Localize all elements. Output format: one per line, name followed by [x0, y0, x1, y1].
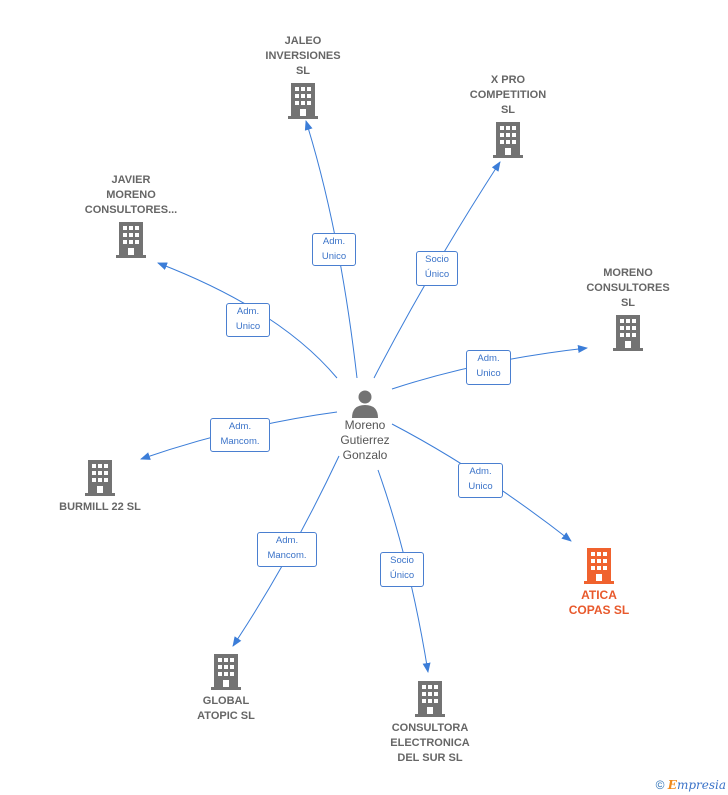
company-label: MORENO CONSULTORES SL — [586, 267, 670, 309]
building-icon — [288, 83, 318, 119]
relation-label-global: Adm. Mancom. — [257, 532, 317, 567]
company-node-global[interactable]: GLOBAL ATOPIC SL — [170, 654, 282, 724]
company-label: GLOBAL ATOPIC SL — [197, 695, 255, 722]
footer-brand[interactable]: © Empresia — [656, 778, 726, 792]
building-icon — [85, 460, 115, 496]
company-label: JALEO INVERSIONES SL — [265, 35, 341, 77]
building-icon — [415, 681, 445, 717]
company-node-xpro[interactable]: X PRO COMPETITION SL — [453, 73, 563, 158]
relation-label-jaleo: Adm. Unico — [312, 233, 356, 266]
person-label: Moreno Gutierrez Gonzalo — [340, 418, 390, 462]
building-icon — [116, 222, 146, 258]
building-icon — [211, 654, 241, 690]
company-label: ATICA COPAS SL — [568, 588, 630, 617]
company-node-moreno[interactable]: MORENO CONSULTORES SL — [573, 266, 683, 351]
company-label: JAVIER MORENO CONSULTORES... — [84, 174, 178, 216]
company-node-consultora[interactable]: CONSULTORA ELECTRONICA DEL SUR SL — [372, 681, 488, 766]
relation-label-burmill: Adm. Mancom. — [210, 418, 270, 452]
company-node-jaleo[interactable]: JALEO INVERSIONES SL — [248, 34, 358, 119]
company-node-atica[interactable]: ATICA COPAS SL — [543, 548, 655, 618]
brand-logo: Empresia — [667, 778, 726, 792]
relation-label-consultora: Socio Único — [380, 552, 424, 587]
company-label: BURMILL 22 SL — [59, 501, 141, 513]
company-node-javier[interactable]: JAVIER MORENO CONSULTORES... — [71, 173, 191, 258]
person-icon — [352, 390, 378, 418]
relation-label-xpro: Socio Único — [416, 251, 458, 286]
building-icon — [613, 315, 643, 351]
company-label: CONSULTORA ELECTRONICA DEL SUR SL — [390, 722, 470, 764]
relation-label-atica: Adm. Unico — [458, 463, 503, 498]
person-node[interactable]: Moreno Gutierrez Gonzalo — [320, 388, 410, 463]
company-label: X PRO COMPETITION SL — [469, 74, 547, 116]
building-icon — [493, 122, 523, 158]
company-node-burmill[interactable]: BURMILL 22 SL — [45, 460, 155, 515]
copyright-icon: © — [655, 778, 665, 792]
building-icon — [584, 548, 614, 584]
relation-label-javier: Adm. Unico — [226, 303, 270, 337]
relation-label-moreno: Adm. Unico — [466, 350, 511, 385]
